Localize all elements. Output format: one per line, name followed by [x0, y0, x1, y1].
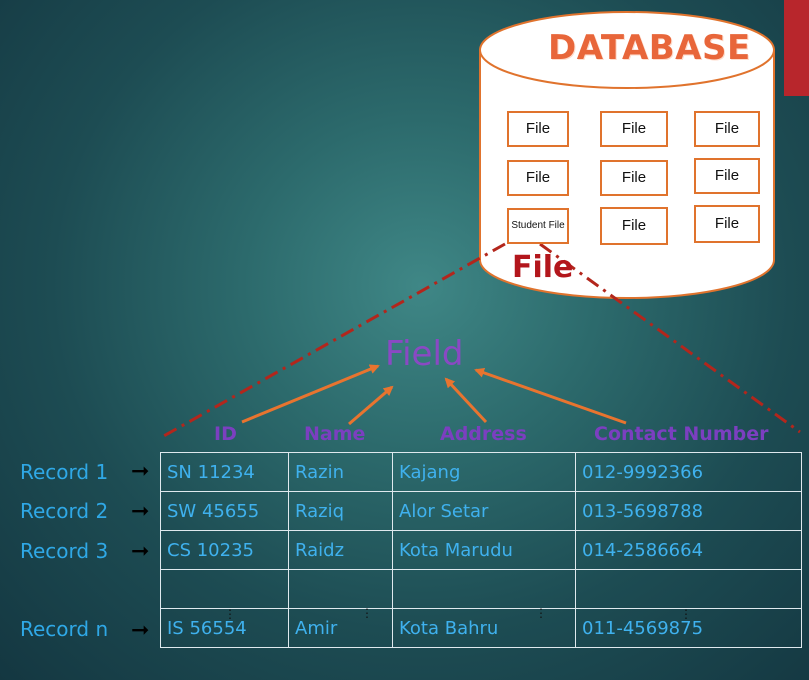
cell-id [160, 569, 289, 609]
cell-contact: 013-5698788 [575, 491, 802, 531]
ellipsis-dots: ⋮ [224, 607, 236, 621]
table-row: CS 10235 Raidz Kota Marudu 014-2586664 [160, 530, 802, 570]
cell-address: Kota Bahru [392, 608, 576, 648]
accent-bar [784, 0, 809, 96]
cell-id: CS 10235 [160, 530, 289, 570]
table-row: IS 56554 Amir Kota Bahru 011-4569875 [160, 608, 802, 648]
cell-contact [575, 569, 802, 609]
cell-address: Alor Setar [392, 491, 576, 531]
cell-id: SW 45655 [160, 491, 289, 531]
file-box: File [507, 160, 569, 196]
record-arrow-icon: ➞ [131, 499, 150, 524]
column-header-id: ID [214, 423, 237, 445]
cell-address [392, 569, 576, 609]
column-header-name: Name [304, 423, 366, 445]
arrow-id [241, 364, 380, 424]
arrow-address [444, 377, 488, 424]
table-row-empty [160, 569, 802, 609]
cell-name: Razin [288, 452, 393, 492]
record-label: Record 1 [20, 460, 109, 484]
cell-name: Amir [288, 608, 393, 648]
table-row: SW 45655 Raziq Alor Setar 013-5698788 [160, 491, 802, 531]
record-arrow-icon: ➞ [131, 539, 150, 564]
file-box: File [507, 111, 569, 147]
cell-name [288, 569, 393, 609]
field-title: Field [385, 334, 464, 374]
records-table: SN 11234 Razin Kajang 012-9992366 SW 456… [160, 452, 802, 648]
record-arrow-icon: ➞ [131, 459, 150, 484]
database-title: DATABASE [548, 28, 751, 68]
record-label: Record n [20, 617, 109, 641]
cell-id: IS 56554 [160, 608, 289, 648]
cell-contact: 012-9992366 [575, 452, 802, 492]
cell-address: Kota Marudu [392, 530, 576, 570]
ellipsis-dots: ⋮ [361, 606, 373, 620]
table-row: SN 11234 Razin Kajang 012-9992366 [160, 452, 802, 492]
file-box: File [600, 160, 668, 196]
file-box: File [600, 111, 668, 147]
cell-address: Kajang [392, 452, 576, 492]
projection-lines [161, 242, 801, 439]
record-label: Record 3 [20, 539, 109, 563]
file-box: File [694, 111, 760, 147]
record-arrow-icon: ➞ [131, 618, 150, 643]
student-file-box: Student File [507, 208, 569, 244]
cell-id: SN 11234 [160, 452, 289, 492]
ellipsis-dots: ⋮ [535, 606, 547, 620]
file-label: File [512, 250, 574, 285]
arrow-contact [474, 367, 627, 425]
cell-contact: 011-4569875 [575, 608, 802, 648]
file-box: File [694, 205, 760, 243]
file-box: File [600, 207, 668, 245]
arrow-name [348, 385, 394, 426]
cell-name: Raidz [288, 530, 393, 570]
cell-contact: 014-2586664 [575, 530, 802, 570]
column-header-address: Address [440, 423, 527, 445]
file-box: File [694, 158, 760, 194]
cell-name: Raziq [288, 491, 393, 531]
ellipsis-dots: ⋮ [680, 607, 692, 621]
record-label: Record 2 [20, 499, 109, 523]
field-arrows [241, 364, 627, 426]
column-header-contact-number: Contact Number [594, 423, 769, 445]
